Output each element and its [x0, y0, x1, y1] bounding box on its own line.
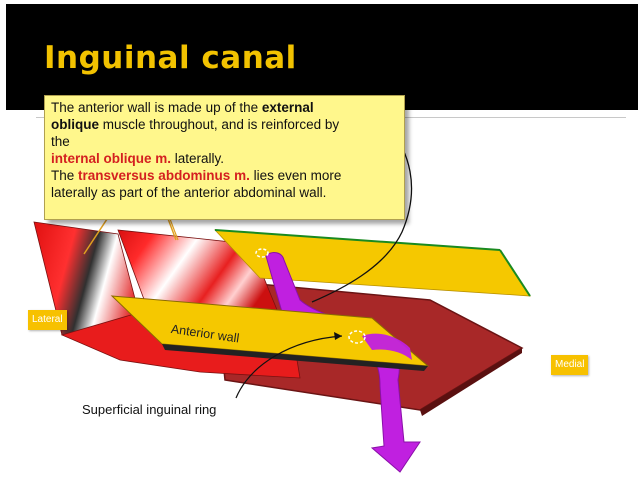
- deep-ring-mark: [255, 248, 269, 258]
- title-bar: [6, 4, 638, 110]
- pointer-superficial-ring: [235, 335, 343, 399]
- cord-through-ring: [362, 333, 412, 360]
- lateral-label: Lateral: [28, 310, 67, 330]
- deep-wall-green-edge-side: [499, 249, 531, 297]
- explanation-note: The anterior wall is made up of the exte…: [44, 95, 405, 220]
- note-line-3: the: [51, 134, 70, 149]
- note-line-4: internal oblique m. laterally.: [51, 151, 225, 166]
- superficial-ring-label: Superficial inguinal ring: [82, 402, 217, 417]
- deep-wall-green-edge-top: [214, 229, 501, 251]
- posterior-wall-edge: [420, 348, 522, 416]
- pointer-arrowhead: [334, 332, 342, 340]
- anterior-wall-underside: [162, 344, 428, 371]
- note-line-6: laterally as part of the anterior abdomi…: [51, 185, 327, 200]
- slide-title: Inguinal canal: [44, 40, 297, 76]
- note-line-2: oblique muscle throughout, and is reinfo…: [51, 117, 340, 132]
- medial-label: Medial: [551, 355, 589, 375]
- superficial-ring-mark: [348, 330, 366, 344]
- note-line-5: The transversus abdominus m. lies even m…: [51, 168, 342, 183]
- note-line-1: The anterior wall is made up of the exte…: [51, 100, 314, 115]
